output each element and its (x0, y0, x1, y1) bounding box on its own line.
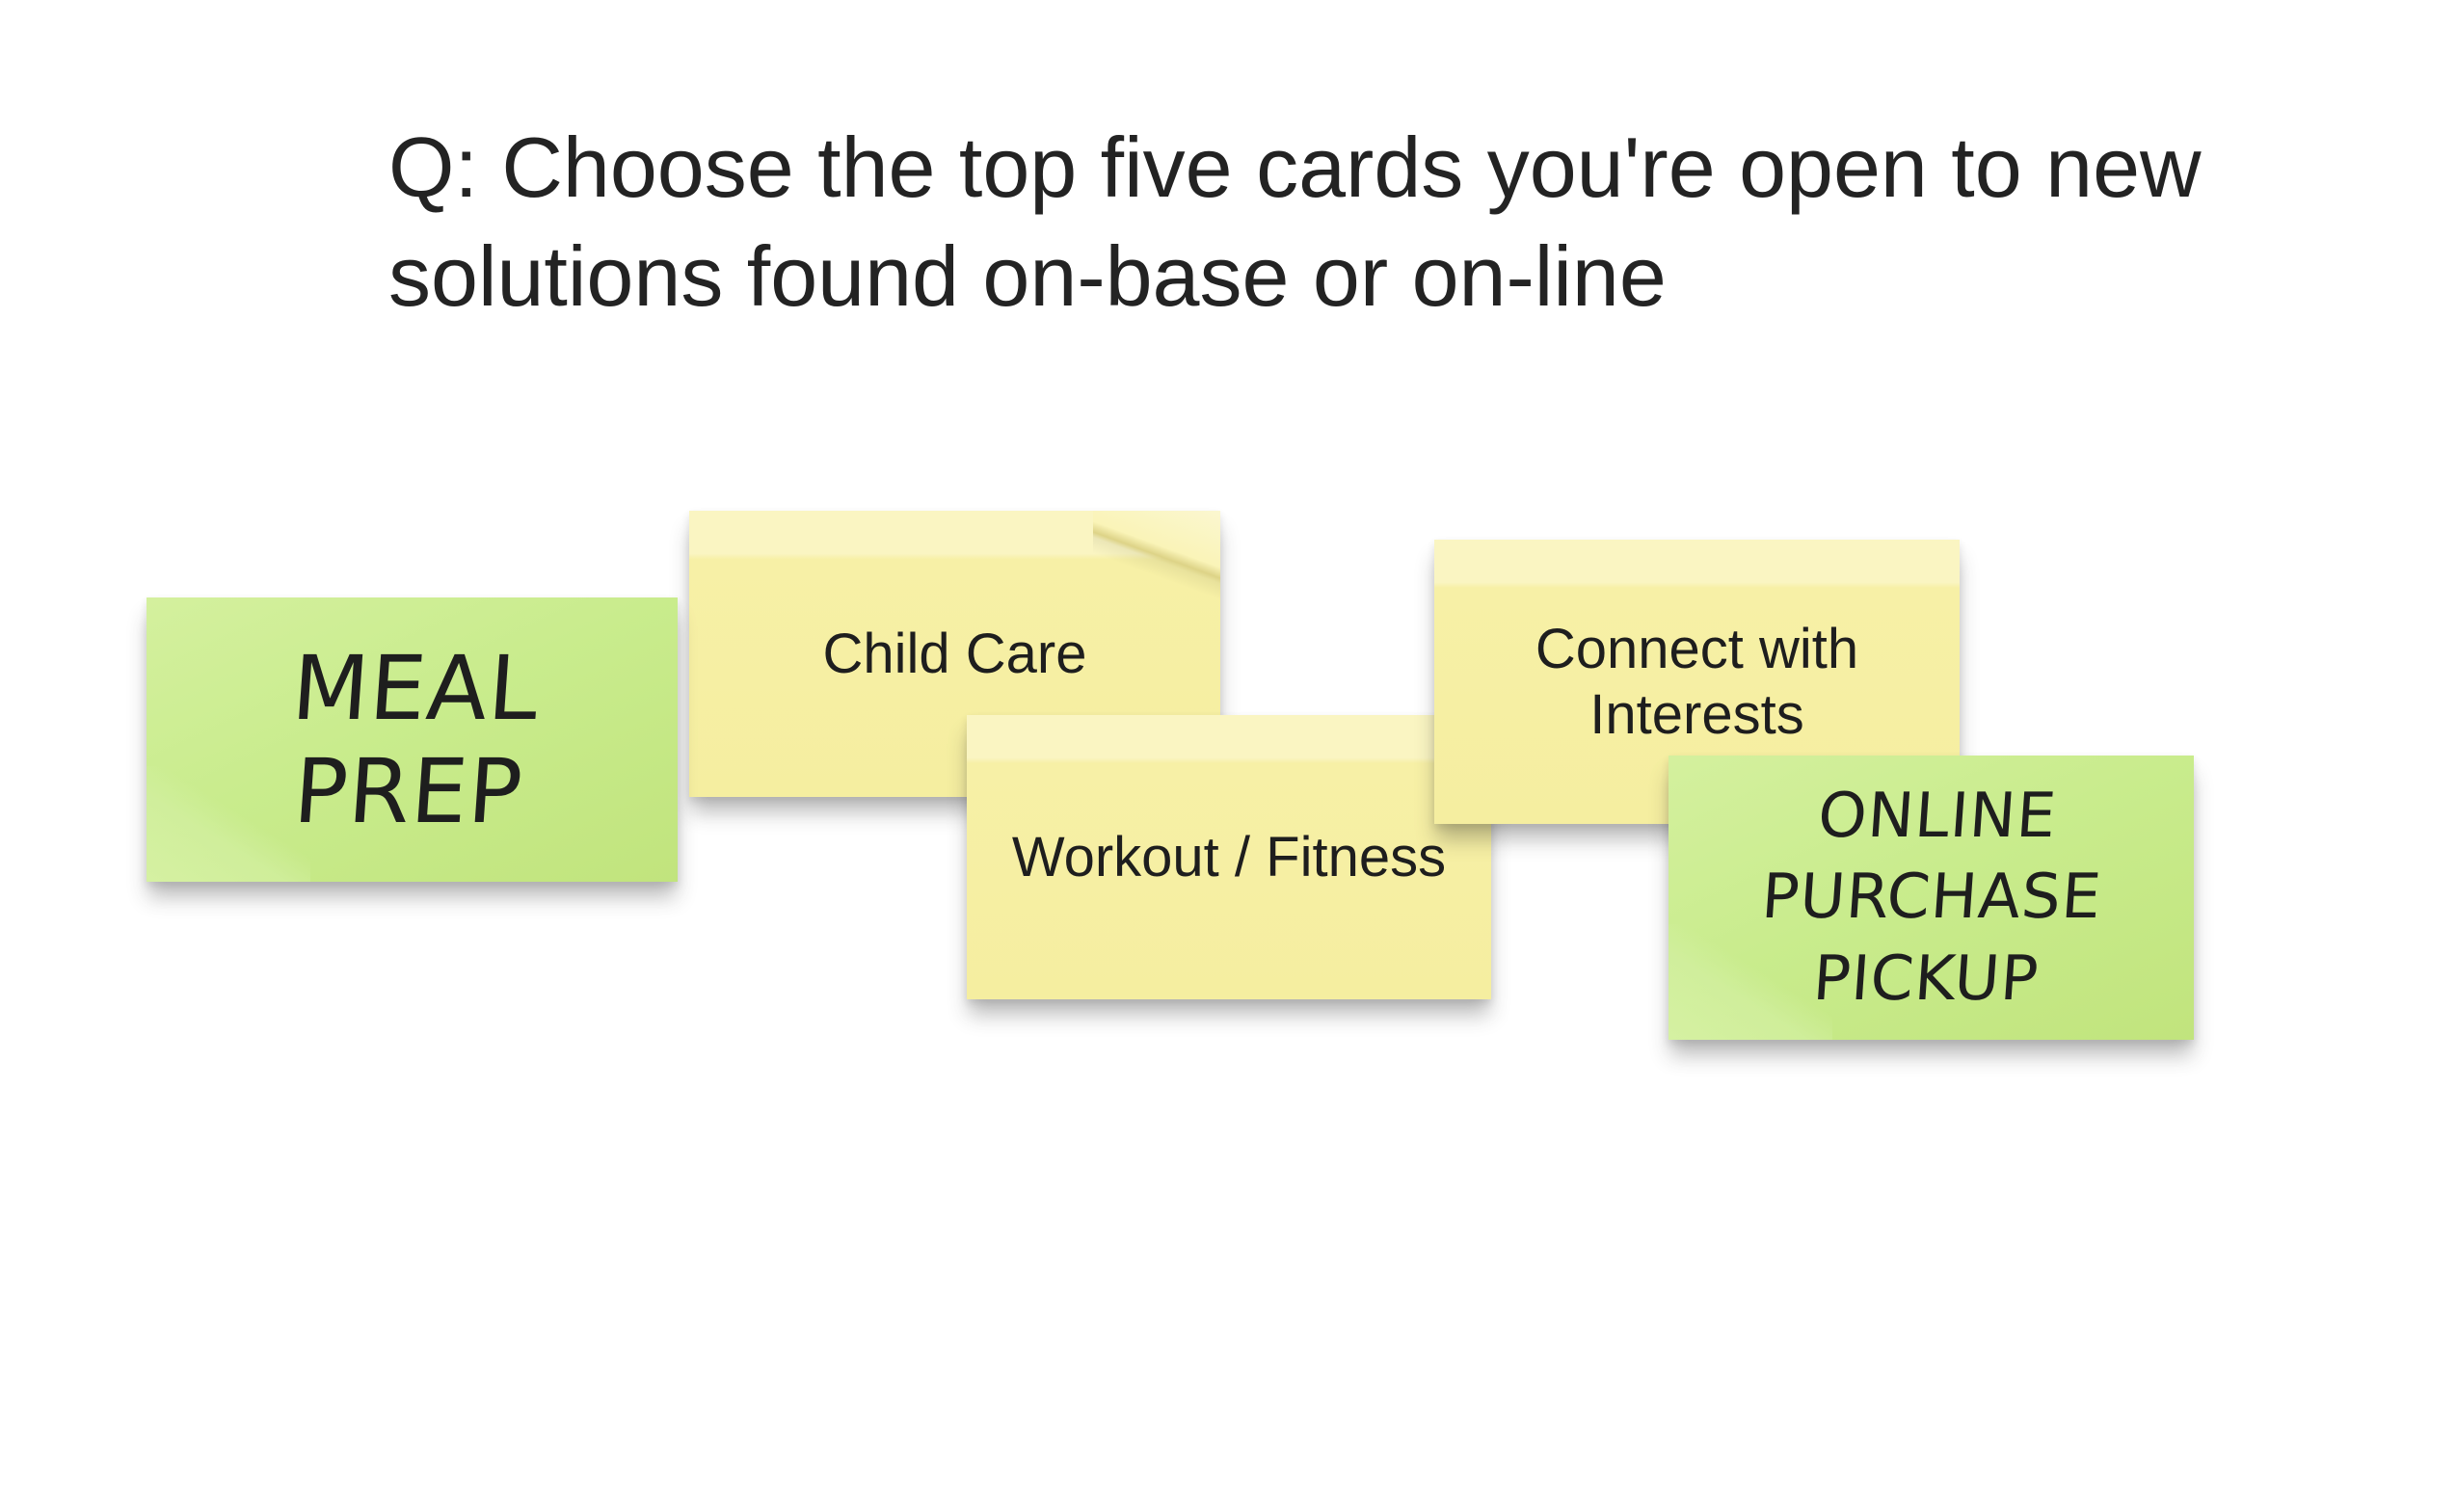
board-question-title[interactable]: Q: Choose the top five cards you're open… (388, 113, 2307, 332)
sticky-note-label: MEAL PREP (288, 636, 543, 843)
sticky-note-label: Connect with Interests (1535, 618, 1859, 746)
sticky-note-child-care[interactable]: Child Care (689, 511, 1220, 797)
sticky-note-workout-fitness[interactable]: Workout / Fitness (967, 715, 1491, 999)
sticky-note-label: Workout / Fitness (1011, 825, 1447, 889)
sticky-note-label: Child Care (822, 622, 1087, 685)
sticky-note-meal-prep[interactable]: MEAL PREP (147, 597, 678, 882)
sticky-note-label: ONLINE PURCHASE PICKUP (1758, 780, 2104, 1015)
board-question-line-1: Q: Choose the top five cards you're open… (388, 119, 2202, 215)
board-question-line-2: solutions found on-base or on-line (388, 228, 1667, 325)
sticky-note-online-purchase-pickup[interactable]: ONLINE PURCHASE PICKUP (1668, 756, 2194, 1040)
